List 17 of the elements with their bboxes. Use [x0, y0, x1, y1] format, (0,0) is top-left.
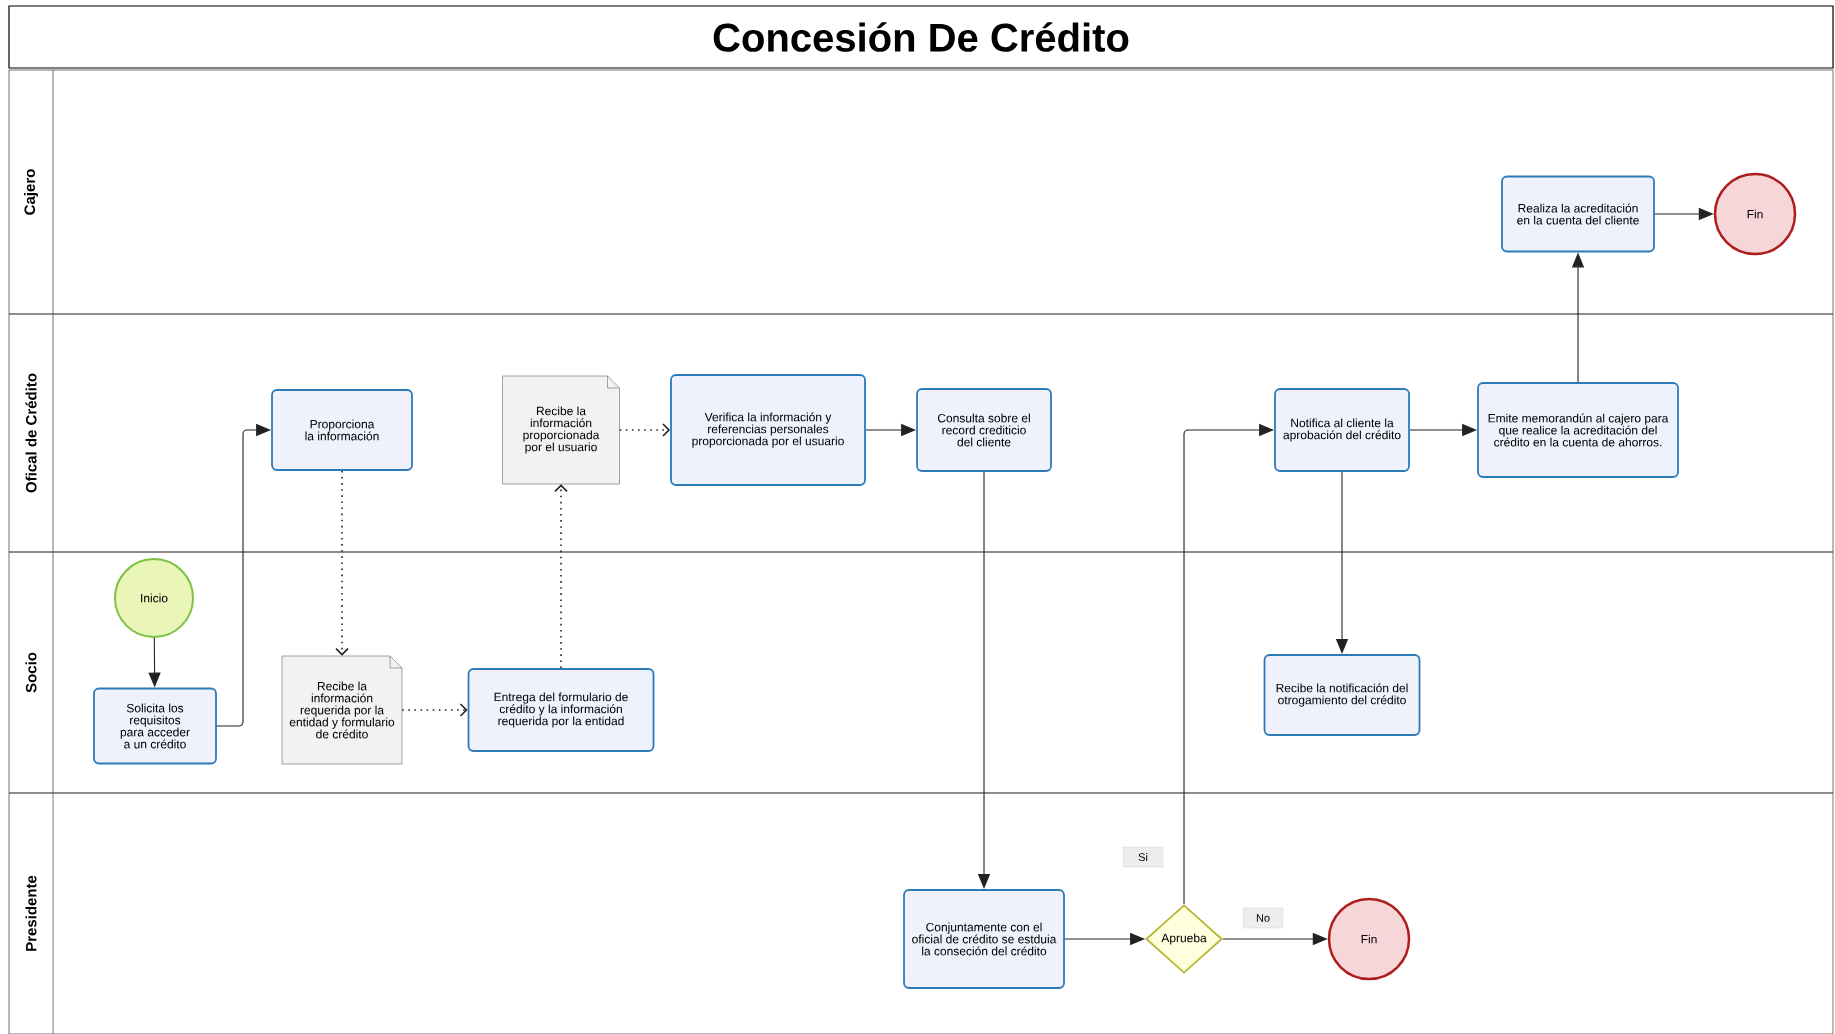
- edge-label: Si: [1122, 846, 1164, 868]
- process-box: Proporciona la información: [271, 389, 413, 471]
- process-box: Conjuntamente con el oficial de crédito se estduia la conseción del crédito: [903, 889, 1065, 989]
- process-box: Recibe la notificación del otrogamiento del crédito: [1263, 654, 1421, 736]
- title-bar: Concesión De Crédito: [8, 5, 1834, 69]
- process-box: Consulta sobre el record crediticio del cliente: [916, 388, 1052, 472]
- arrow: [335, 470, 349, 656]
- edge-label: No: [1242, 907, 1284, 929]
- process-box: Realiza la acreditación en la cuenta del cliente: [1501, 175, 1655, 253]
- process-box: Notifica al cliente la aprobación del crédito: [1274, 388, 1410, 472]
- process-box: Verifica la información y referencias personales proporcionada por el usuario: [670, 374, 866, 486]
- process-box: Entrega del formulario de crédito y la información requerida por la entidad: [467, 668, 655, 752]
- process-box: Solicita los requisitos para acceder a un crédito: [93, 687, 217, 765]
- arrow: [618, 423, 671, 437]
- process-box: Emite memorandún al cajero para que realice la acreditación del crédito en la cuenta de ahorros.: [1477, 382, 1679, 478]
- arrow: [401, 703, 468, 717]
- arrow: [554, 484, 568, 669]
